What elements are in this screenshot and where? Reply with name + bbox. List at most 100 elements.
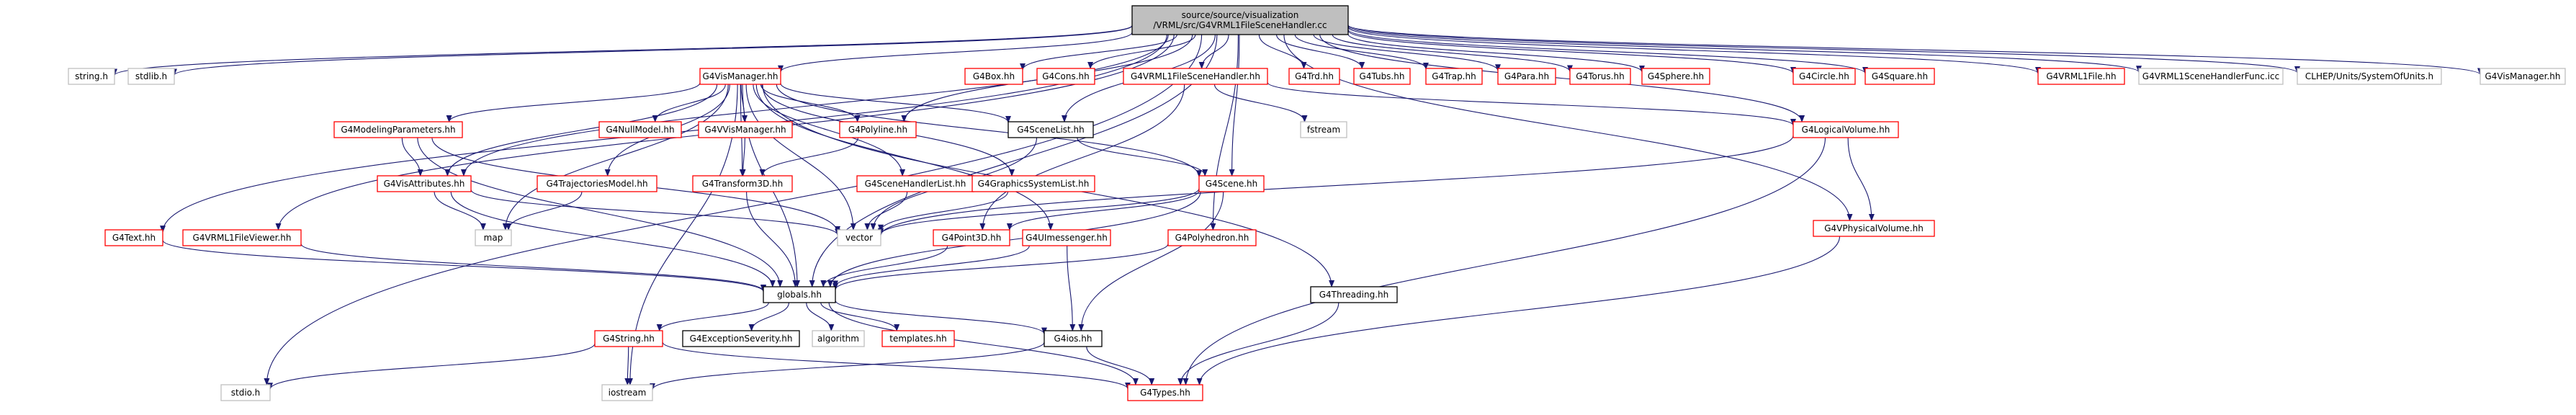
node-box[interactable]	[698, 121, 793, 138]
node-box[interactable]	[964, 68, 1023, 85]
node-g4scene[interactable]: G4Scene.hh	[1198, 175, 1265, 192]
node-box[interactable]	[1288, 68, 1340, 85]
node-label[interactable]: G4VRML1File.hh	[2046, 71, 2116, 81]
node-box[interactable]	[1353, 68, 1411, 85]
node-label[interactable]: G4SceneList.hh	[1017, 125, 1085, 135]
node-box[interactable]	[1310, 286, 1398, 303]
node-g4exsev[interactable]: G4ExceptionSeverity.hh	[682, 330, 800, 347]
node-g4polyline[interactable]: G4Polyline.hh	[839, 121, 917, 138]
node-label[interactable]: G4Polyhedron.hh	[1175, 233, 1249, 243]
node-g4scenelist[interactable]: G4SceneList.hh	[1007, 121, 1094, 138]
node-g4modparams[interactable]: G4ModelingParameters.hh	[333, 121, 463, 138]
node-box[interactable]	[333, 121, 463, 138]
node-label[interactable]: G4Text.hh	[112, 233, 156, 243]
node-g4text[interactable]: G4Text.hh	[104, 229, 163, 246]
node-g4sphere[interactable]: G4Sphere.hh	[1641, 68, 1710, 85]
node-label[interactable]: G4Types.hh	[1140, 388, 1190, 398]
node-box[interactable]	[1167, 229, 1257, 246]
node-label[interactable]: G4TrajectoriesModel.hh	[546, 179, 647, 189]
node-box[interactable]	[1641, 68, 1710, 85]
node-box[interactable]	[104, 229, 163, 246]
node-label[interactable]: G4SceneHandlerList.hh	[865, 179, 966, 189]
node-label[interactable]: G4Trap.hh	[1432, 71, 1476, 81]
node-box[interactable]	[598, 121, 682, 138]
node-box[interactable]	[763, 286, 836, 303]
node-g4trd[interactable]: G4Trd.hh	[1288, 68, 1340, 85]
node-g4cons[interactable]: G4Cons.hh	[1036, 68, 1095, 85]
node-label[interactable]: G4Threading.hh	[1319, 290, 1388, 300]
node-box[interactable]	[933, 229, 1010, 246]
node-label[interactable]: G4GraphicsSystemList.hh	[978, 179, 1090, 189]
node-box[interactable]	[377, 175, 472, 192]
node-g4torus[interactable]: G4Torus.hh	[1569, 68, 1631, 85]
node-box[interactable]	[1022, 229, 1111, 246]
node-label[interactable]: G4Circle.hh	[1799, 71, 1849, 81]
node-box[interactable]	[1497, 68, 1556, 85]
node-box[interactable]	[537, 175, 658, 192]
node-g4ios[interactable]: G4ios.hh	[1044, 330, 1103, 347]
node-label[interactable]: G4Para.hh	[1504, 71, 1549, 81]
node-label[interactable]: G4VRML1FileSceneHandler.hh	[1131, 71, 1260, 81]
node-label[interactable]: G4ExceptionSeverity.hh	[690, 334, 793, 344]
node-box[interactable]	[1044, 330, 1103, 347]
node-g4uimessenger[interactable]: G4UImessenger.hh	[1022, 229, 1111, 246]
node-box[interactable]	[182, 229, 302, 246]
node-g4trap[interactable]: G4Trap.hh	[1425, 68, 1483, 85]
node-label[interactable]: globals.hh	[777, 290, 822, 300]
node-g4types[interactable]: G4Types.hh	[1127, 384, 1203, 401]
node-label[interactable]: G4Square.hh	[1872, 71, 1928, 81]
node-label[interactable]: G4Polyline.hh	[848, 125, 907, 135]
node-label[interactable]: G4Point3D.hh	[942, 233, 1002, 243]
node-label[interactable]: G4Torus.hh	[1576, 71, 1624, 81]
node-g4string[interactable]: G4String.hh	[594, 330, 663, 347]
node-g4threading[interactable]: G4Threading.hh	[1310, 286, 1398, 303]
node-g4polyhedron[interactable]: G4Polyhedron.hh	[1167, 229, 1257, 246]
node-g4physvol[interactable]: G4VPhysicalVolume.hh	[1813, 220, 1935, 237]
node-templates[interactable]: templates.hh	[881, 330, 955, 347]
node-g4visattr[interactable]: G4VisAttributes.hh	[377, 175, 472, 192]
node-label[interactable]: G4Tubs.hh	[1360, 71, 1405, 81]
node-label[interactable]: G4VPhysicalVolume.hh	[1824, 223, 1924, 233]
node-label[interactable]: G4VisAttributes.hh	[384, 179, 465, 189]
node-g4trajmodel[interactable]: G4TrajectoriesModel.hh	[537, 175, 658, 192]
node-box[interactable]	[692, 175, 793, 192]
node-box[interactable]	[2037, 68, 2125, 85]
node-label[interactable]: G4ios.hh	[1054, 334, 1092, 344]
node-g4box[interactable]: G4Box.hh	[964, 68, 1023, 85]
node-box[interactable]	[1792, 68, 1856, 85]
node-box[interactable]	[1813, 220, 1935, 237]
node-label[interactable]: G4Box.hh	[973, 71, 1015, 81]
node-g4vismanager[interactable]: G4VisManager.hh	[699, 68, 781, 85]
node-label[interactable]: G4VRML1FileViewer.hh	[193, 233, 292, 243]
node-label[interactable]: G4Transform3D.hh	[702, 179, 784, 189]
node-g4nullmodel[interactable]: G4NullModel.hh	[598, 121, 682, 138]
node-g4transform3d[interactable]: G4Transform3D.hh	[692, 175, 793, 192]
node-label[interactable]: G4NullModel.hh	[606, 125, 674, 135]
node-label[interactable]: G4Cons.hh	[1042, 71, 1090, 81]
node-box[interactable]	[594, 330, 663, 347]
node-g4gslist[interactable]: G4GraphicsSystemList.hh	[971, 175, 1095, 192]
node-box[interactable]	[1198, 175, 1265, 192]
node-box[interactable]	[1569, 68, 1631, 85]
node-box[interactable]	[1864, 68, 1935, 85]
node-box[interactable]	[699, 68, 781, 85]
node-g4vrml1fsh[interactable]: G4VRML1FileSceneHandler.hh	[1123, 68, 1268, 85]
node-g4point3d[interactable]: G4Point3D.hh	[933, 229, 1010, 246]
node-g4tubs[interactable]: G4Tubs.hh	[1353, 68, 1411, 85]
node-box[interactable]	[1425, 68, 1483, 85]
node-g4logvol[interactable]: G4LogicalVolume.hh	[1792, 121, 1899, 138]
node-g4shlist[interactable]: G4SceneHandlerList.hh	[856, 175, 974, 192]
node-g4vrml1file[interactable]: G4VRML1File.hh	[2037, 68, 2125, 85]
node-g4para[interactable]: G4Para.hh	[1497, 68, 1556, 85]
node-box[interactable]	[1127, 384, 1203, 401]
node-box[interactable]	[971, 175, 1095, 192]
node-label[interactable]: templates.hh	[889, 334, 946, 344]
node-box[interactable]	[1007, 121, 1094, 138]
node-box[interactable]	[1123, 68, 1268, 85]
node-g4vrml1fileviewer[interactable]: G4VRML1FileViewer.hh	[182, 229, 302, 246]
node-label[interactable]: G4UImessenger.hh	[1026, 233, 1108, 243]
node-label[interactable]: G4Trd.hh	[1295, 71, 1334, 81]
node-box[interactable]	[881, 330, 955, 347]
node-box[interactable]	[682, 330, 800, 347]
node-g4circle[interactable]: G4Circle.hh	[1792, 68, 1856, 85]
